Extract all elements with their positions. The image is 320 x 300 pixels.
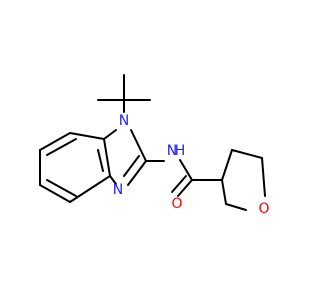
bond-c4-c5	[231, 149, 263, 159]
bond-c7a-c3a	[103, 138, 111, 177]
atom-labels: N N N H O O	[113, 113, 270, 217]
bond-inner-double	[97, 149, 104, 172]
atom-nh-label: N	[167, 143, 177, 159]
atom-h-label: H	[175, 143, 186, 159]
bond-c7-c6	[39, 132, 71, 151]
atom-carbonyl-oxygen-label: O	[171, 196, 182, 212]
bond-c5-c4-double	[46, 179, 77, 197]
bond-c7-c6-double	[46, 138, 77, 156]
benzimidazole-core	[39, 129, 147, 203]
bond-carbonyl-o	[177, 179, 193, 197]
bond-c7a-n1	[103, 129, 117, 140]
molecule-structure-diagram: N N N H O O	[0, 0, 300, 300]
bond-c2-n3-double	[123, 155, 140, 177]
bond-c2-n3	[127, 160, 147, 186]
bond-carbonyl-o-double	[171, 175, 187, 193]
bond-n1-c2	[130, 129, 147, 162]
atom-n3-label: N	[113, 182, 123, 198]
bond-o-c2	[225, 203, 247, 211]
bond-c3a-n3	[109, 175, 117, 185]
amide-linker	[145, 159, 223, 197]
bond-c5-c4	[39, 184, 71, 203]
bond-c2-c3	[221, 179, 227, 205]
bond-c7a-c7	[69, 132, 105, 140]
bond-c4-c3a	[69, 175, 111, 203]
atom-n1-label: N	[119, 113, 129, 129]
bond-c5-o	[261, 157, 266, 197]
tert-butyl-group	[97, 74, 151, 113]
atom-ring-oxygen-label: O	[258, 201, 269, 217]
bond-c3-c4	[221, 149, 233, 181]
canvas-background	[0, 0, 300, 300]
tetrahydrofuran-ring	[221, 149, 266, 211]
bond-nh-carbonyl	[179, 159, 193, 181]
